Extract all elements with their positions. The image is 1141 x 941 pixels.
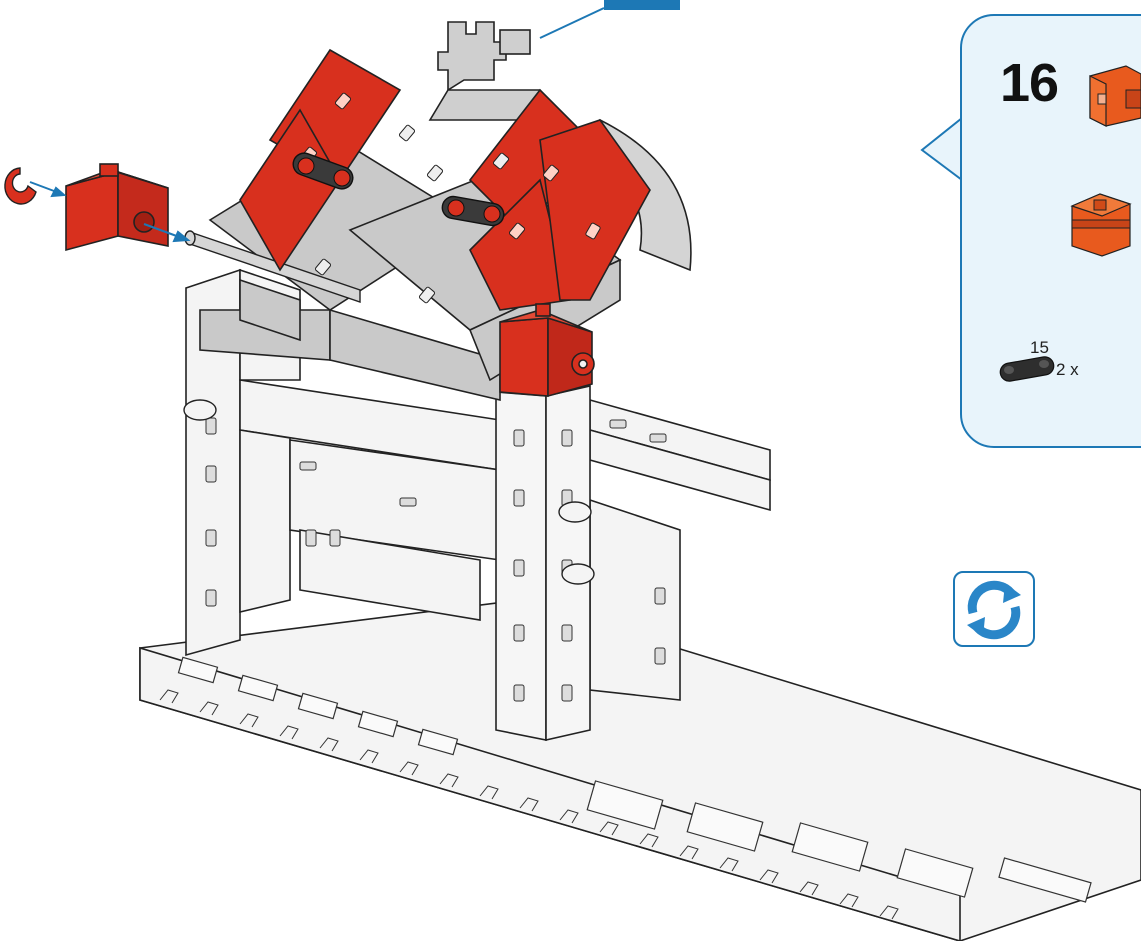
strut-length-label: 15 — [1030, 338, 1049, 358]
red-building-block-with-bore-icon — [1068, 190, 1141, 260]
part-count-3: 2 x — [1056, 360, 1079, 380]
red-building-block-15-icon — [1086, 60, 1141, 130]
rotate-view-button[interactable] — [953, 571, 1035, 647]
step-number: 16 — [1000, 52, 1058, 114]
rotate-view-icon — [955, 573, 1033, 645]
